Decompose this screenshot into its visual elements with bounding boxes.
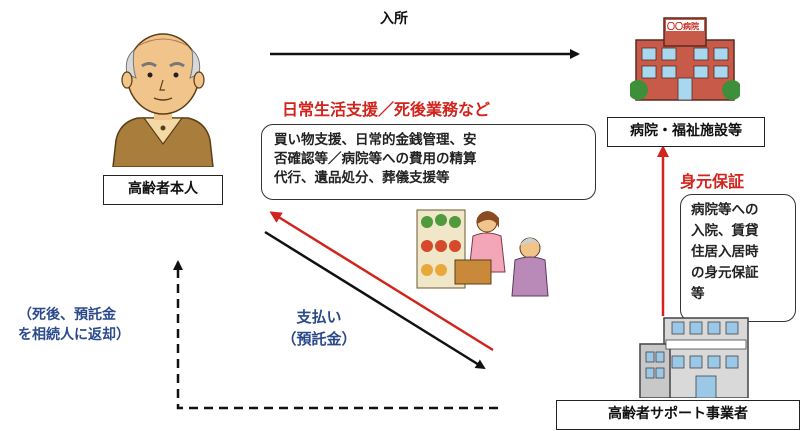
service-detail-box: 買い物支援、日常的金銭管理、安 否確認等／病院等への費用の精算 代行、遺品処分、… xyxy=(261,124,596,200)
service-arrow xyxy=(269,211,494,352)
service-detail-line-2: 否確認等／病院等への費用の精算 xyxy=(274,151,477,167)
guarantee-line-5: 等 xyxy=(691,286,705,302)
admission-label: 入所 xyxy=(380,11,408,27)
refund-line-1: （死後、預託金 xyxy=(18,307,116,323)
elder-label: 高齢者本人 xyxy=(103,175,223,205)
guarantee-line-2: 入院、賃貸 xyxy=(691,223,759,239)
hospital-sign: 〇〇病院 xyxy=(667,22,699,31)
guarantee-detail-box: 病院等への 入院、賃貸 住居入居時 の身元保証 等 xyxy=(680,194,796,322)
provider-label: 高齢者サポート事業者 xyxy=(556,400,800,430)
refund-label: （死後、預託金 を相続人に返却） xyxy=(18,305,130,345)
service-detail-line-1: 買い物支援、日常的金銭管理、安 xyxy=(274,132,477,148)
refund-line-2: を相続人に返却） xyxy=(18,327,130,343)
shopping-support-illustration xyxy=(416,209,549,297)
facility-label: 病院・福祉施設等 xyxy=(607,117,765,147)
provider-office-icon xyxy=(639,317,749,398)
payment-arrow xyxy=(264,230,486,370)
payment-line-2: （預託金） xyxy=(281,330,357,348)
guarantee-line-3: 住居入居時 xyxy=(691,244,759,260)
refund-arrow xyxy=(173,260,498,410)
elder-person-icon xyxy=(112,33,214,167)
service-heading: 日常生活支援／死後業務など xyxy=(282,100,491,119)
guarantee-line-1: 病院等への xyxy=(691,202,759,218)
guarantee-heading: 身元保証 xyxy=(680,172,745,191)
service-detail-line-3: 代行、遺品処分、葬儀支援等 xyxy=(274,170,450,186)
hospital-building-icon xyxy=(630,17,740,101)
payment-label: 支払い （預託金） xyxy=(264,306,374,350)
payment-line-1: 支払い xyxy=(296,308,342,326)
guarantee-line-4: の身元保証 xyxy=(691,265,759,281)
